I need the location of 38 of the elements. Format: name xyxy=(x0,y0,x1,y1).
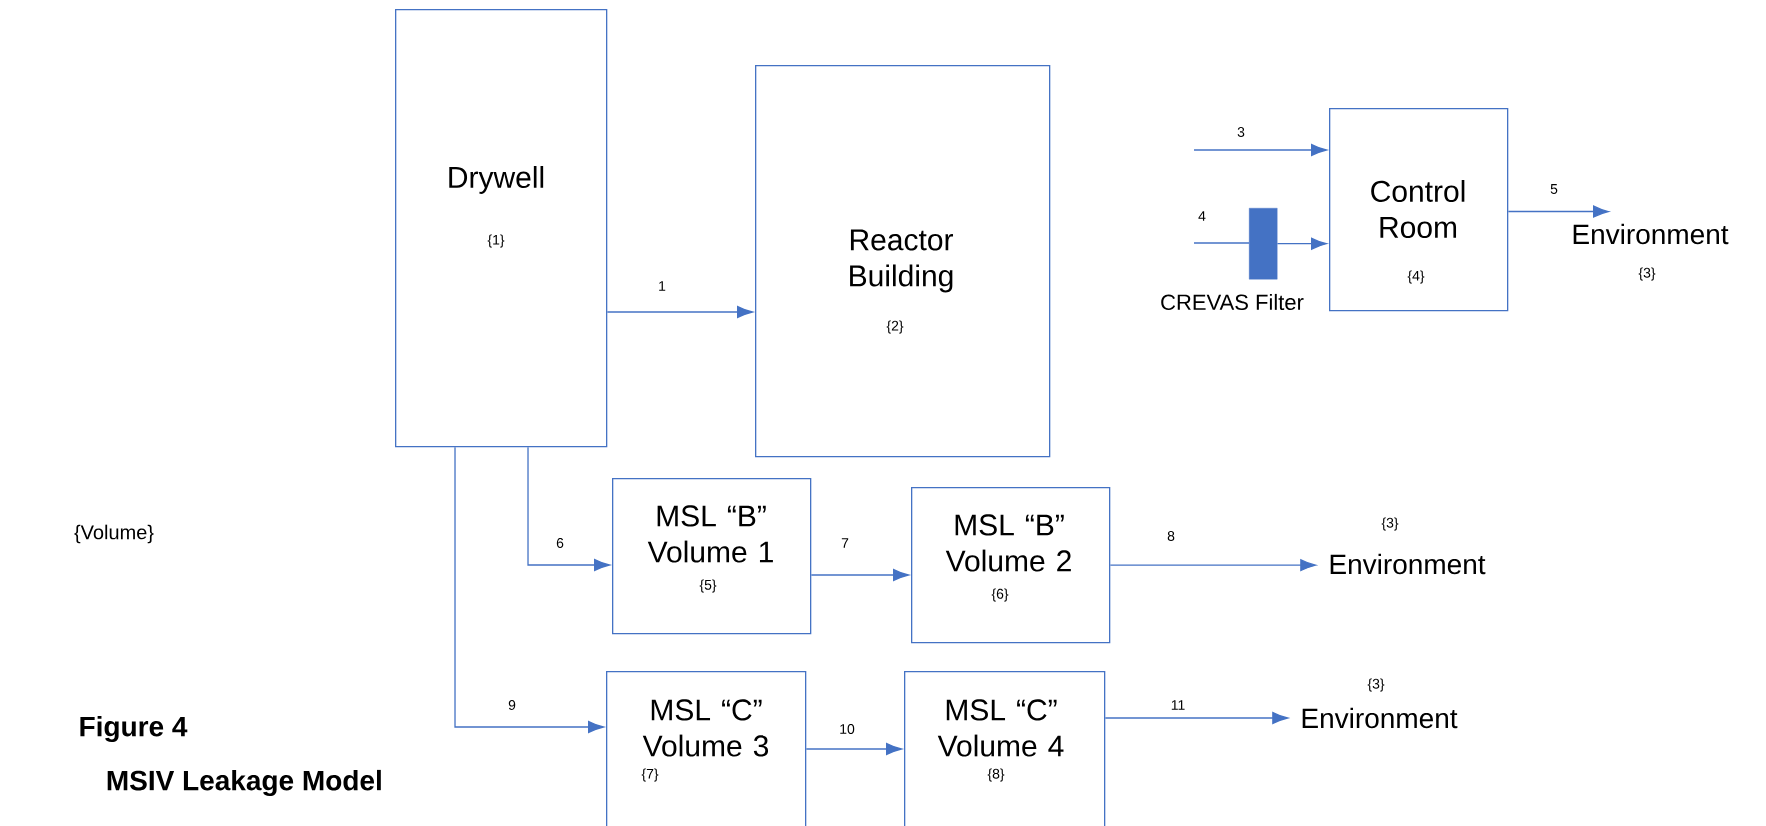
volume-box: Control Room {4} xyxy=(1329,108,1509,312)
environment-label: Environment xyxy=(1573,223,1729,245)
environment-label: Environment xyxy=(1330,553,1486,575)
edge-label: 5 xyxy=(1549,183,1559,195)
arrow xyxy=(1109,559,1317,572)
arrow xyxy=(454,446,604,734)
edge-label: 1 xyxy=(657,280,667,292)
edge-label: 4 xyxy=(1197,210,1207,222)
volume-box: Drywell {1} xyxy=(395,9,608,448)
edge-label: 10 xyxy=(838,723,856,735)
connector-line xyxy=(1193,242,1250,244)
figure-caption: MSIV Leakage Model xyxy=(107,769,381,797)
volume-number: {3} xyxy=(1638,267,1656,281)
arrow xyxy=(810,568,909,582)
figure-title: Figure 4 xyxy=(80,715,188,743)
arrow xyxy=(1193,143,1327,157)
edge-label: 3 xyxy=(1236,126,1246,138)
volume-box: MSL “C” Volume 3 {7} xyxy=(606,671,807,826)
volume-box: MSL “C” Volume 4 {8} xyxy=(904,671,1106,826)
volume-box: MSL “B” Volume 1 {5} xyxy=(612,478,812,635)
edge-label: 8 xyxy=(1166,530,1176,542)
volume-number: {3} xyxy=(1381,517,1399,531)
volume-number: {3} xyxy=(1367,678,1385,692)
legend-note: {Volume} xyxy=(74,524,154,544)
environment-label: Environment xyxy=(1302,707,1458,729)
edge-label: 6 xyxy=(555,537,565,549)
arrow xyxy=(1507,205,1609,218)
arrow xyxy=(1104,711,1289,725)
arrow xyxy=(805,742,902,756)
arrow xyxy=(606,305,753,319)
node-label: CREVAS Filter xyxy=(1161,293,1304,311)
volume-box: MSL “B” Volume 2 {6} xyxy=(911,487,1111,644)
arrow xyxy=(527,446,610,572)
arrow xyxy=(1276,237,1327,250)
edge-label: 7 xyxy=(840,537,850,549)
edge-label: 11 xyxy=(1169,699,1187,711)
volume-box: Reactor Building {2} xyxy=(755,65,1051,458)
edge-label: 9 xyxy=(507,699,517,711)
